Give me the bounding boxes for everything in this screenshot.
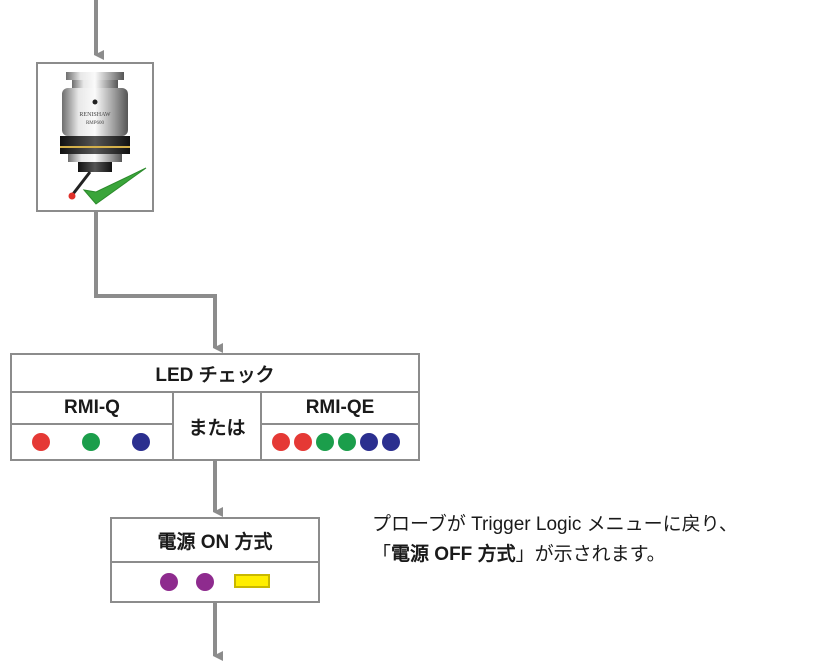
note-text: プローブが Trigger Logic メニューに戻り、 「電源 OFF 方式」… <box>372 510 738 570</box>
led-rmi-qe-6 <box>382 433 400 451</box>
note-open-bracket: 「 <box>372 544 392 565</box>
led-rmi-qe-4 <box>338 433 356 451</box>
led-rmi-qe-2 <box>294 433 312 451</box>
note-line-1: プローブが Trigger Logic メニューに戻り、 <box>372 514 738 535</box>
led-rmi-q-1 <box>32 433 50 451</box>
rmi-qe-label: RMI-QE <box>262 393 418 425</box>
rmi-q-label: RMI-Q <box>12 393 172 425</box>
rmi-q-led-row <box>12 425 172 459</box>
led-rmi-qe-3 <box>316 433 334 451</box>
power-on-title: 電源 ON 方式 <box>112 519 318 563</box>
note-line-2: 「電源 OFF 方式」が示されます。 <box>372 540 738 570</box>
led-check-title: LED チェック <box>12 355 418 393</box>
led-power-on-1 <box>160 573 178 591</box>
led-rmi-q-3 <box>132 433 150 451</box>
probe-brand-text: RENISHAW <box>79 112 111 118</box>
or-label: または <box>172 393 262 459</box>
led-power-on-2 <box>196 573 214 591</box>
note-line-2-rest: 」が示されます。 <box>515 544 666 565</box>
probe-model-text: RMP600 <box>86 121 105 126</box>
check-icon <box>82 167 147 205</box>
power-on-indicator <box>234 574 270 588</box>
power-on-led-row <box>112 563 318 601</box>
connector-probe-to-led <box>94 210 223 353</box>
led-rmi-q-2 <box>82 433 100 451</box>
probe-icon: RENISHAW RMP600 <box>60 72 147 205</box>
led-rmi-qe-5 <box>360 433 378 451</box>
led-rmi-qe-1 <box>272 433 290 451</box>
power-on-box: 電源 ON 方式 <box>110 517 320 603</box>
probe-image-box: RENISHAW RMP600 <box>36 62 154 212</box>
rmi-qe-led-row <box>262 425 418 459</box>
led-check-box: LED チェック RMI-Q または RMI-QE <box>10 353 420 461</box>
power-off-mode-label: 電源 OFF 方式 <box>391 544 516 565</box>
